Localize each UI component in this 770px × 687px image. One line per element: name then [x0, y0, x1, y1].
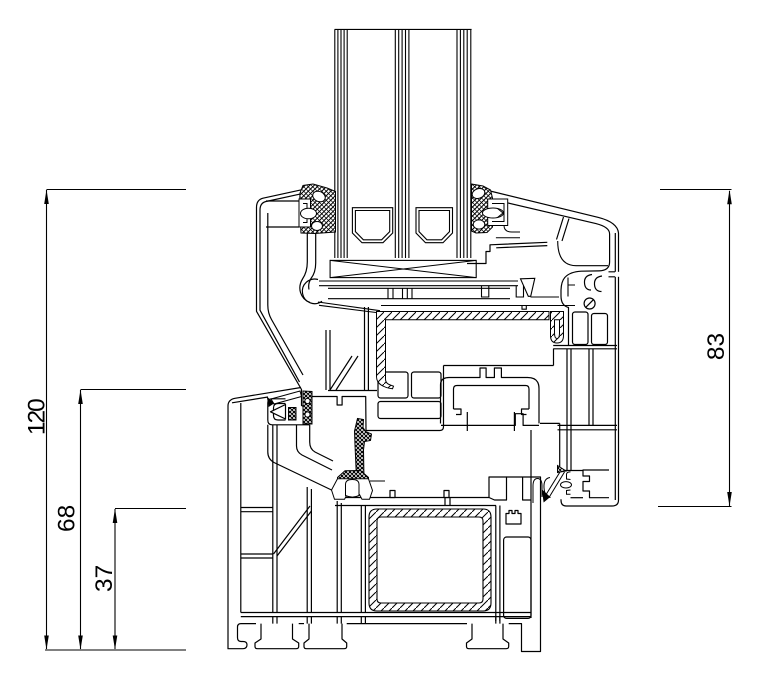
- svg-text:120: 120: [24, 399, 51, 435]
- svg-text:37: 37: [91, 565, 118, 592]
- svg-text:83: 83: [703, 333, 730, 360]
- svg-text:68: 68: [54, 505, 81, 532]
